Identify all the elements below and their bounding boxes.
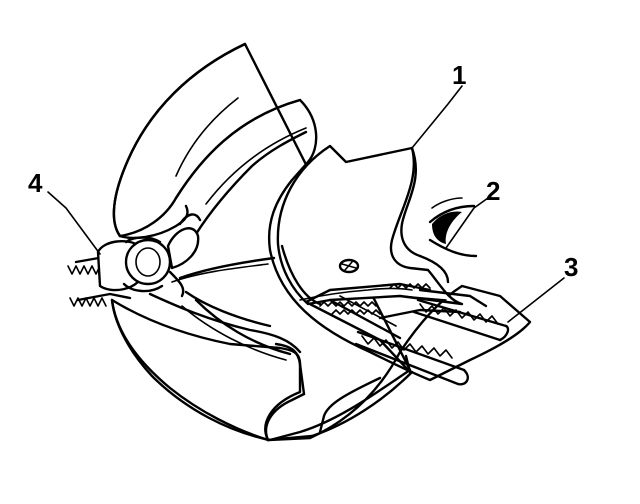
leader-line-2 (445, 197, 489, 249)
leader-line-4 (47, 191, 101, 255)
leader-line-1 (411, 85, 463, 149)
brake-cables (354, 298, 510, 386)
cable-retainer (67, 213, 202, 307)
leader-lines (47, 85, 565, 323)
callout-2: 2 (486, 176, 500, 206)
leader-line-3 (507, 277, 565, 323)
callout-3: 3 (564, 252, 578, 282)
anchor-arm (400, 146, 478, 284)
callout-4: 4 (28, 168, 43, 198)
callout-1: 1 (452, 60, 466, 90)
